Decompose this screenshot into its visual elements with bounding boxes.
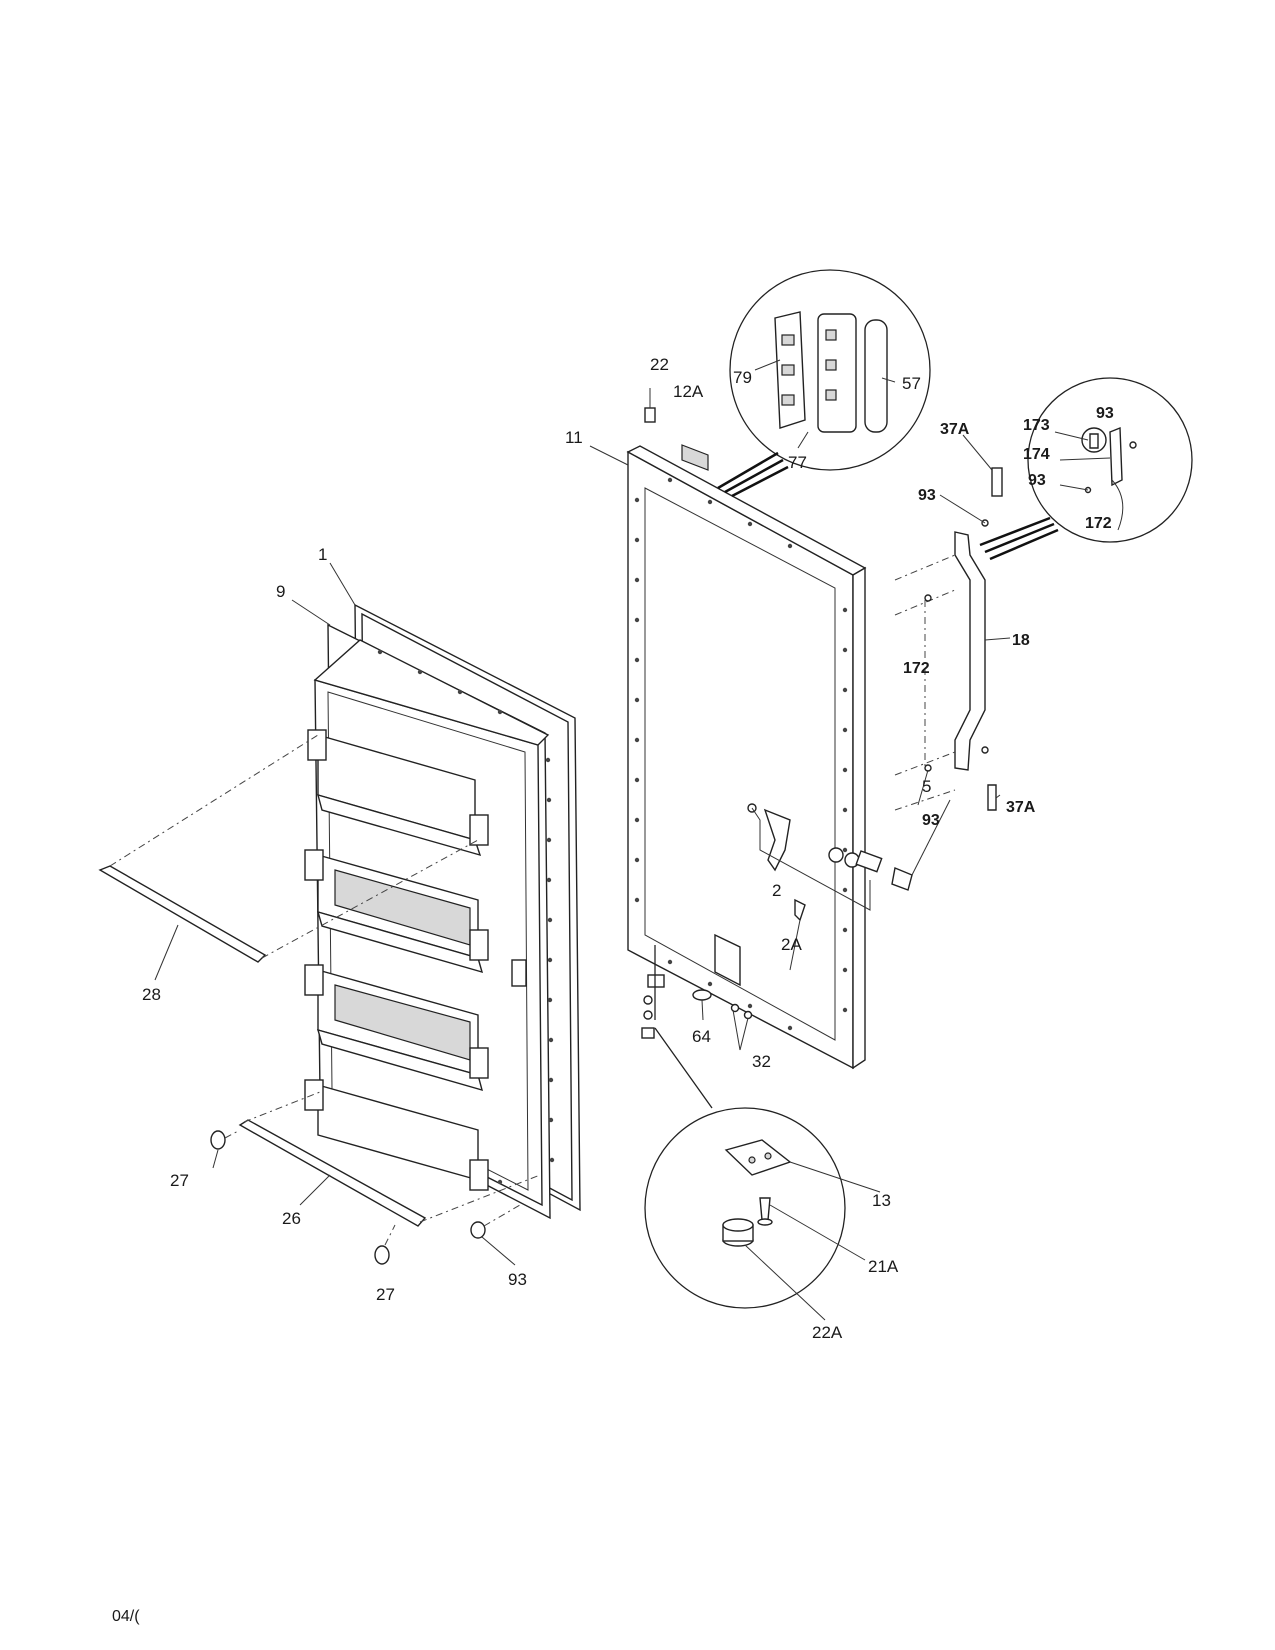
screw-22 (644, 407, 656, 423)
door-liner-assembly (98, 603, 581, 1265)
label-26: 26 (282, 1209, 301, 1228)
label-37a-top: 37A (940, 421, 970, 438)
shelf-rail (98, 865, 267, 963)
label-93-inset-top: 93 (1096, 405, 1114, 422)
label-93-handle-bottom: 93 (922, 812, 940, 829)
hinge-bracket (647, 974, 665, 988)
door-handle (954, 531, 986, 771)
label-22a: 22A (812, 1323, 843, 1342)
screw-21a (759, 1197, 771, 1221)
label-64: 64 (692, 1027, 711, 1046)
inset-control-panel (717, 269, 931, 498)
panel-screws (634, 477, 848, 1031)
hinge-13 (724, 1139, 792, 1176)
label-32: 32 (752, 1052, 771, 1071)
bracket-174 (1109, 426, 1123, 487)
control-housing (817, 313, 857, 433)
label-174: 174 (1023, 446, 1050, 463)
label-93-handle-top: 93 (918, 487, 936, 504)
plug-27-left (210, 1130, 226, 1150)
lock-bracket (763, 808, 791, 872)
lock-key (891, 867, 913, 891)
label-12a: 12A (673, 382, 704, 401)
label-172: 172 (903, 660, 930, 677)
label-2a: 2A (781, 935, 802, 954)
display-lens (864, 319, 888, 433)
label-9: 9 (276, 582, 285, 601)
label-5: 5 (922, 777, 931, 796)
label-2: 2 (772, 881, 781, 900)
endcap-37a-bottom (987, 784, 997, 811)
inset-hinge (644, 1027, 846, 1309)
label-27-bottom: 27 (376, 1285, 395, 1304)
inset-handle-clip (979, 377, 1193, 561)
label-79: 79 (733, 368, 752, 387)
lock-cylinder (855, 850, 883, 873)
label-18: 18 (1012, 632, 1030, 649)
plug-27-bottom (374, 1245, 390, 1265)
outer-door-panel (626, 407, 913, 1070)
label-12a (681, 444, 709, 471)
label-37a-bottom: 37A (1006, 799, 1036, 816)
label-1: 1 (318, 545, 327, 564)
leader-lines (154, 388, 1111, 1321)
label-11: 11 (565, 428, 583, 447)
label-172-inset: 172 (1085, 515, 1112, 532)
label-13: 13 (872, 1191, 891, 1210)
label-93-bottom: 93 (508, 1270, 527, 1289)
label-27-left: 27 (170, 1171, 189, 1190)
washer-64 (692, 989, 712, 1001)
footer-date: 04/( (112, 1608, 140, 1625)
handle-assembly (894, 467, 1003, 811)
label-173: 173 (1023, 417, 1050, 434)
part-labels: 1 9 28 27 26 27 93 11 22 12A 79 77 57 37… (142, 355, 1114, 1342)
label-22: 22 (650, 355, 669, 374)
label-21a: 21A (868, 1257, 899, 1276)
lock-ring (828, 847, 844, 863)
label-57: 57 (902, 374, 921, 393)
label-28: 28 (142, 985, 161, 1004)
screw-93-bottom (470, 1221, 486, 1239)
screw-32a (730, 1003, 740, 1013)
screw-32b (743, 1010, 753, 1020)
door-shelves (304, 729, 527, 1191)
label-77: 77 (788, 453, 807, 472)
endcap-37a-top (991, 467, 1003, 497)
label-93-inset-mid: 93 (1028, 472, 1046, 489)
